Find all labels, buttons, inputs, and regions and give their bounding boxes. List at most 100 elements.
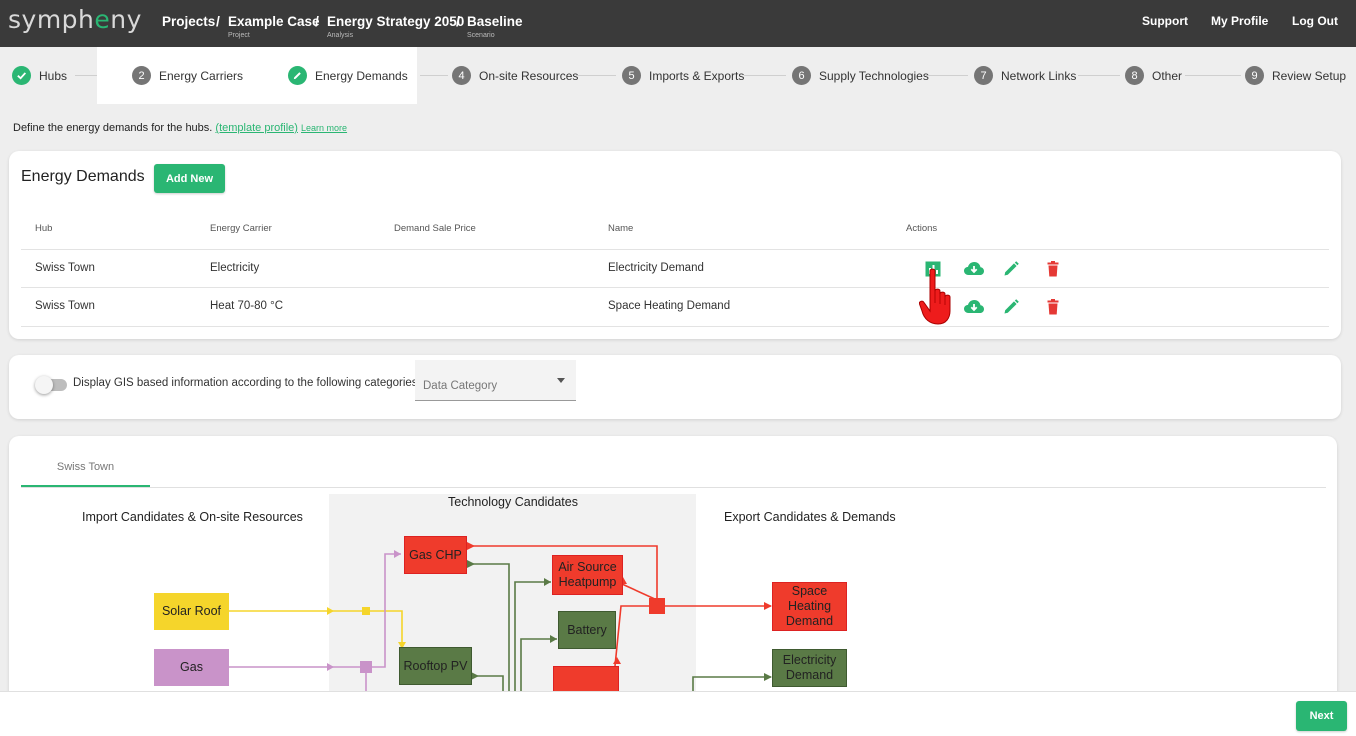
step-supply-technologies[interactable]: 6 Supply Technologies — [792, 47, 929, 104]
delete-icon[interactable] — [1044, 298, 1062, 316]
bottom-action-bar: Next — [0, 691, 1356, 736]
delete-icon[interactable] — [1044, 260, 1062, 278]
add-new-button[interactable]: Add New — [154, 164, 225, 193]
step-connector — [926, 75, 968, 76]
row-divider — [21, 326, 1329, 327]
log-out-link[interactable]: Log Out — [1292, 14, 1338, 28]
section-title: Energy Demands — [21, 168, 145, 185]
node-solar-roof[interactable]: Solar Roof — [154, 593, 229, 630]
breadcrumb-separator: / — [315, 13, 319, 29]
step-label: Supply Technologies — [819, 68, 929, 83]
step-number: 4 — [452, 66, 471, 85]
column-header-actions: Actions — [906, 223, 938, 234]
breadcrumb-analysis[interactable]: Energy Strategy 2050 — [327, 14, 465, 29]
step-connector — [420, 75, 448, 76]
step-review-setup[interactable]: 9 Review Setup — [1245, 47, 1346, 104]
hand-pointer-icon — [918, 267, 963, 327]
node-rooftop-pv[interactable]: Rooftop PV — [399, 647, 472, 685]
node-label: Heating — [787, 599, 832, 613]
sympheny-logo[interactable]: sympheny — [8, 5, 142, 34]
step-hubs[interactable]: Hubs — [12, 47, 67, 104]
next-button[interactable]: Next — [1296, 701, 1347, 731]
gis-label: Display GIS based information according … — [73, 377, 421, 389]
node-space-heating-demand[interactable]: Space Heating Demand — [772, 582, 847, 631]
edit-icon[interactable] — [1002, 260, 1020, 278]
check-icon — [12, 66, 31, 85]
top-bar: sympheny Projects / Example Case Project… — [0, 0, 1356, 47]
step-imports-exports[interactable]: 5 Imports & Exports — [622, 47, 744, 104]
gis-card: Display GIS based information according … — [9, 355, 1341, 419]
step-label: Other — [1152, 68, 1183, 83]
step-label: Hubs — [39, 68, 68, 83]
breadcrumb-project[interactable]: Example Case — [228, 14, 320, 29]
edit-icon[interactable] — [1002, 298, 1020, 316]
node-label: Demand — [785, 614, 834, 628]
toggle-knob — [35, 376, 53, 394]
cloud-download-icon[interactable] — [963, 298, 985, 316]
learn-more-link[interactable]: Learn more — [301, 123, 348, 133]
column-header-name: Name — [608, 223, 634, 234]
step-label: On-site Resources — [479, 68, 579, 83]
node-label: Demand — [785, 668, 834, 682]
my-profile-link[interactable]: My Profile — [1211, 14, 1269, 28]
node-label: Air Source — [558, 560, 617, 574]
node-gas-chp[interactable]: Gas CHP — [404, 536, 467, 574]
node-electricity-demand[interactable]: Electricity Demand — [772, 649, 847, 687]
node-gas[interactable]: Gas — [154, 649, 229, 686]
node-air-source-heatpump[interactable]: Air Source Heatpump — [552, 555, 623, 595]
breadcrumb-project-caption: Project — [228, 32, 250, 39]
chevron-down-icon — [557, 378, 565, 383]
step-energy-carriers[interactable]: 2 Energy Carriers — [97, 47, 269, 104]
data-category-select[interactable]: Data Category — [415, 360, 576, 401]
cell-hub: Swiss Town — [35, 300, 95, 312]
step-number: 8 — [1125, 66, 1144, 85]
cell-name: Electricity Demand — [608, 262, 704, 274]
step-network-links[interactable]: 7 Network Links — [974, 47, 1076, 104]
import-column-title: Import Candidates & On-site Resources — [82, 510, 303, 524]
step-connector — [1185, 75, 1241, 76]
select-placeholder: Data Category — [423, 380, 498, 392]
page-description: Define the energy demands for the hubs. … — [13, 122, 347, 134]
row-divider — [21, 287, 1329, 288]
logo-text-a: symph — [8, 5, 95, 34]
pencil-icon — [288, 66, 307, 85]
breadcrumb-separator: / — [456, 13, 460, 29]
description-text: Define the energy demands for the hubs. — [13, 122, 213, 134]
step-label: Energy Carriers — [159, 68, 244, 83]
breadcrumb-separator: / — [216, 13, 220, 29]
row-divider — [21, 249, 1329, 250]
node-label: Electricity — [782, 653, 837, 667]
template-profile-link[interactable]: (template profile) — [215, 122, 298, 134]
step-number: 2 — [132, 66, 151, 85]
breadcrumb-scenario[interactable]: Baseline — [467, 14, 523, 29]
cell-energy-carrier: Electricity — [210, 262, 260, 274]
energy-demands-card: Energy Demands Add New Hub Energy Carrie… — [9, 151, 1341, 339]
step-on-site-resources[interactable]: 4 On-site Resources — [452, 47, 578, 104]
breadcrumb-scenario-caption: Scenario — [467, 32, 495, 39]
gis-toggle[interactable] — [35, 376, 67, 394]
step-label: Imports & Exports — [649, 68, 745, 83]
logo-text-b: ny — [110, 5, 142, 34]
step-other[interactable]: 8 Other — [1125, 47, 1182, 104]
cell-name: Space Heating Demand — [608, 300, 731, 312]
setup-stepper: Hubs 2 Energy Carriers Energy Demands 4 … — [0, 47, 1356, 104]
step-connector — [576, 75, 616, 76]
step-label: Energy Demands — [315, 68, 408, 83]
node-battery[interactable]: Battery — [558, 611, 616, 649]
step-label: Network Links — [1001, 68, 1077, 83]
step-number: 6 — [792, 66, 811, 85]
tab-divider — [21, 487, 1326, 488]
cloud-download-icon[interactable] — [963, 260, 985, 278]
step-number: 5 — [622, 66, 641, 85]
step-number: 7 — [974, 66, 993, 85]
step-energy-demands[interactable]: Energy Demands — [269, 47, 417, 104]
technology-area — [329, 494, 696, 716]
node-label: Heatpump — [558, 575, 617, 589]
support-link[interactable]: Support — [1142, 14, 1188, 28]
step-connector — [744, 75, 786, 76]
logo-text-e: e — [94, 5, 111, 34]
export-column-title: Export Candidates & Demands — [724, 510, 896, 524]
tab-swiss-town[interactable]: Swiss Town — [21, 454, 150, 487]
step-label: Review Setup — [1272, 68, 1347, 83]
breadcrumb-projects[interactable]: Projects — [162, 14, 216, 29]
